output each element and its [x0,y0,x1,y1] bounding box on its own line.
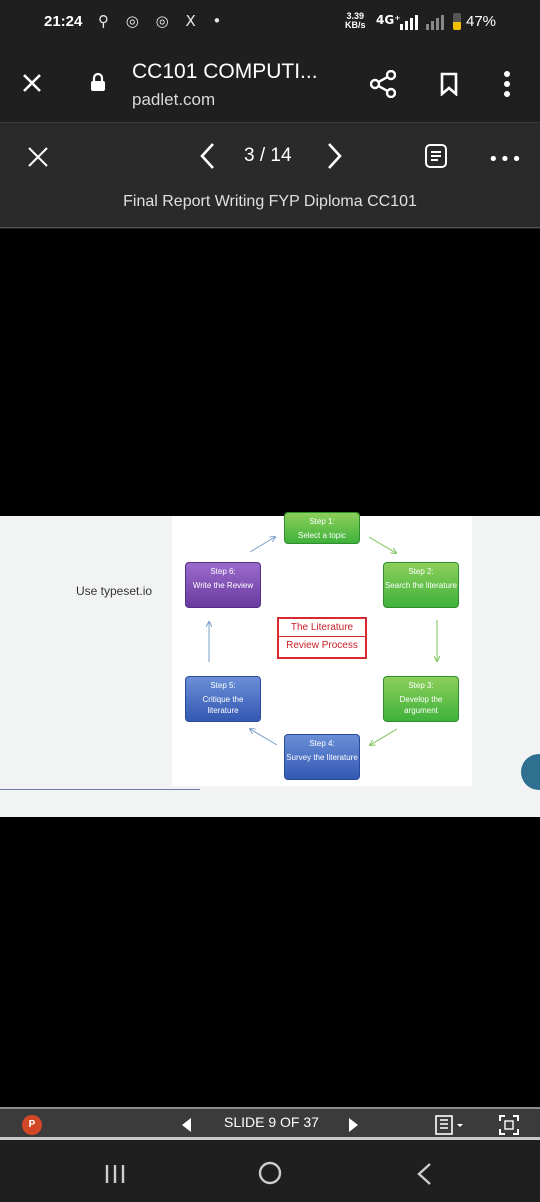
document-title: Final Report Writing FYP Diploma CC101 [123,193,417,210]
page-url: padlet.com [132,90,216,109]
share-icon[interactable] [370,70,396,98]
more-vert-icon[interactable] [502,70,512,98]
step-title: Step 4: [309,739,335,748]
step-3-box: Step 3: Develop the argument [383,676,459,722]
network-type: 4G⁺ [376,13,401,27]
slide-viewport: Use typeset.io Step 1: Select a topic [0,229,540,1107]
step-text: Develop the argument [399,695,443,715]
next-slide-icon[interactable] [348,1117,360,1133]
page-counter: 3 / 14 [244,145,292,166]
recent-apps-icon[interactable] [103,1163,127,1185]
slide-decoration-circle [521,754,540,790]
diagram-center-title: The Literature Review Process [277,617,367,659]
step-6-box: Step 6: Write the Review [185,562,261,608]
step-text: Select a topic [297,531,347,540]
slide-counter: SLIDE 9 OF 37 [224,1114,319,1130]
signal-icon [400,15,444,30]
step-text: Critique the literature [202,695,244,715]
viewer-close-icon[interactable] [26,145,50,169]
document-icon[interactable] [424,143,448,169]
back-icon[interactable] [416,1162,432,1186]
notification-icons: ⚲ ◎ ◎ X • [98,12,228,30]
previous-slide-icon[interactable] [180,1117,192,1133]
chevron-left-icon[interactable] [198,141,218,171]
more-horiz-icon[interactable]: ••• [488,149,523,170]
page-title: CC101 COMPUTI... [132,60,318,83]
browser-toolbar: CC101 COMPUTI... padlet.com [0,44,540,122]
lock-icon [91,72,105,91]
step-1-box: Step 1: Select a topic [284,512,360,544]
step-title: Step 6: [210,567,236,576]
status-bar: 21:24 ⚲ ◎ ◎ X • 3.39 KB/s 4G⁺ 47% [0,0,540,44]
step-text: Search the literature [384,581,458,590]
battery-percent: 47% [466,13,497,30]
slide-note: Use typeset.io [76,584,153,598]
home-icon[interactable] [258,1161,282,1185]
slide-toolbar: P SLIDE 9 OF 37 [0,1107,540,1140]
network-speed: 3.39 KB/s [345,11,366,30]
viewer-header: 3 / 14 ••• Final Report Writing FYP Dipl… [0,122,540,228]
close-icon[interactable] [20,71,44,95]
bookmark-icon[interactable] [440,72,458,96]
literature-review-diagram: Step 1: Select a topic Step 2: Search th… [172,512,472,786]
step-text: Write the Review [192,581,254,590]
slide: Use typeset.io Step 1: Select a topic [0,512,540,817]
system-nav-bar [0,1143,540,1202]
view-mode-icon[interactable] [435,1115,465,1135]
slide-divider [0,789,200,790]
step-4-box: Step 4: Survey the literature [284,734,360,780]
step-title: Step 1: [309,517,335,526]
status-time: 21:24 [44,13,83,30]
step-title: Step 2: [408,567,434,576]
cycle-arrows [172,516,472,786]
step-5-box: Step 5: Critique the literature [185,676,261,722]
fullscreen-icon[interactable] [499,1115,519,1135]
step-title: Step 5: [210,681,236,690]
battery-icon [453,13,461,30]
step-2-box: Step 2: Search the literature [383,562,459,608]
chevron-right-icon[interactable] [324,141,344,171]
powerpoint-icon: P [22,1115,42,1135]
step-title: Step 3: [408,681,434,690]
step-text: Survey the literature [286,753,358,762]
